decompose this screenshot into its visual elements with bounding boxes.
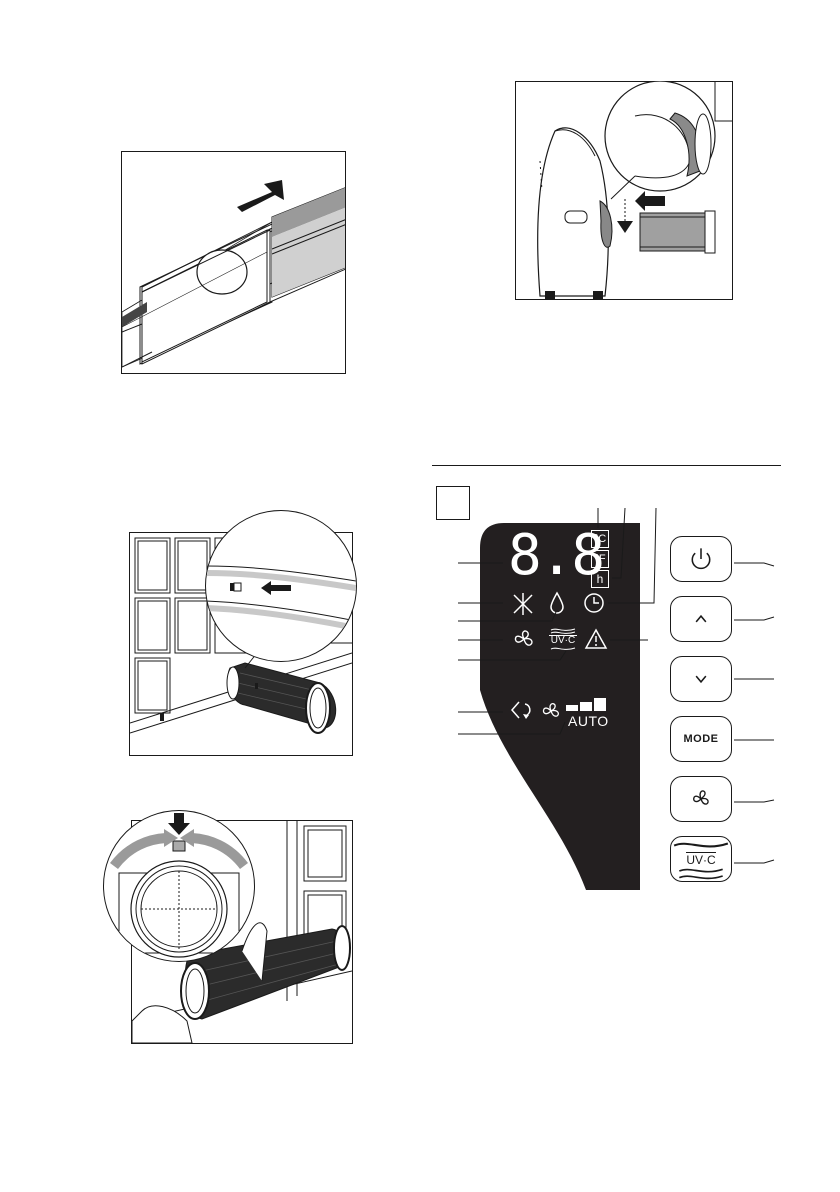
uvc-button[interactable]: UV·C <box>670 836 732 882</box>
mode-button[interactable]: MODE <box>670 716 732 762</box>
fan-button[interactable] <box>670 776 732 822</box>
uvc-waves-bottom-icon <box>670 866 732 881</box>
temp-up-button[interactable] <box>670 596 732 642</box>
temp-down-button[interactable] <box>670 656 732 702</box>
fan-icon <box>671 776 731 822</box>
mode-button-label: MODE <box>684 733 719 745</box>
uvc-button-label: UV·C <box>686 852 715 866</box>
chevron-down-icon <box>671 656 731 702</box>
uvc-waves-icon <box>670 837 732 852</box>
power-icon <box>671 536 731 582</box>
power-button[interactable] <box>670 536 732 582</box>
chevron-up-icon <box>671 596 731 642</box>
